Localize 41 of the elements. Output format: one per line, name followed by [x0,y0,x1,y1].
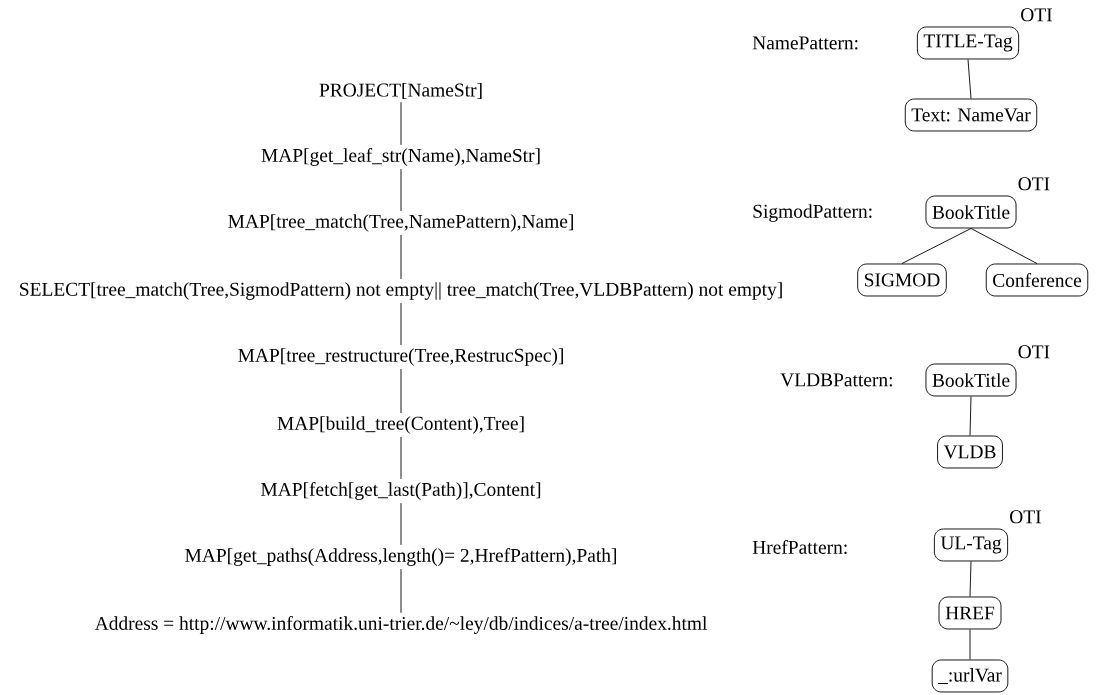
superscript-label: OTI [1021,8,1052,22]
operator-text: MAP[build_tree(Content),Tree] [277,416,524,434]
pattern-name: HrefPattern: [752,540,847,554]
tree-node-box: HREF [938,596,1002,630]
operator-text: MAP[tree_match(Tree,NamePattern),Name] [228,214,573,232]
operator-text: PROJECT[NameStr] [319,82,482,100]
connector-line [400,234,402,280]
connector-line [400,502,402,546]
connector-line [969,629,971,660]
connector-line [400,568,402,614]
tree-node-box: VLDB [937,435,1003,469]
connector-line [400,302,402,346]
superscript-label: OTI [1018,177,1050,191]
connector-line [901,228,972,264]
operator-text: MAP[get_leaf_str(Name),NameStr] [261,148,540,166]
pattern-name: SigmodPattern: [753,204,872,222]
tree-node-box: BookTitle [925,195,1017,229]
tree-node-box: _:urlVar [931,659,1009,693]
tree-node-box: TITLE-Tag [916,26,1020,60]
connector-line [400,436,402,480]
superscript-label: OTI [1010,510,1041,524]
operator-text: MAP[tree_restructure(Tree,RestrucSpec)] [238,348,563,366]
connector-line [400,368,402,414]
operator-text: SELECT[tree_match(Tree,SigmodPattern) not empty|| tree_match(Tree,VLDBPattern) not empty] [20,282,782,300]
connector-line [400,168,402,212]
tree-node-box: Text: NameVar [904,98,1038,132]
connector-line [967,59,972,99]
operator-text: MAP[get_paths(Address,length()= 2,HrefPattern),Path] [185,548,616,566]
pattern-name: NamePattern: [752,36,858,50]
pattern-name: VLDBPattern: [780,373,892,387]
operator-text: MAP[fetch[get_last(Path)],Content] [261,482,541,500]
connector-line [969,561,972,597]
connector-line [970,228,1038,264]
tree-node-box: UL-Tag [933,528,1009,562]
connector-line [400,101,402,146]
operator-text: Address = http://www.informatik.uni-trier.de/~ley/db/indices/a-tree/index.html [94,616,707,634]
tree-node-box: Conference [985,263,1089,297]
connector-line [969,396,972,436]
superscript-label: OTI [1018,345,1050,359]
tree-node-box: SIGMOD [857,263,947,297]
tree-node-box: BookTitle [925,363,1017,397]
